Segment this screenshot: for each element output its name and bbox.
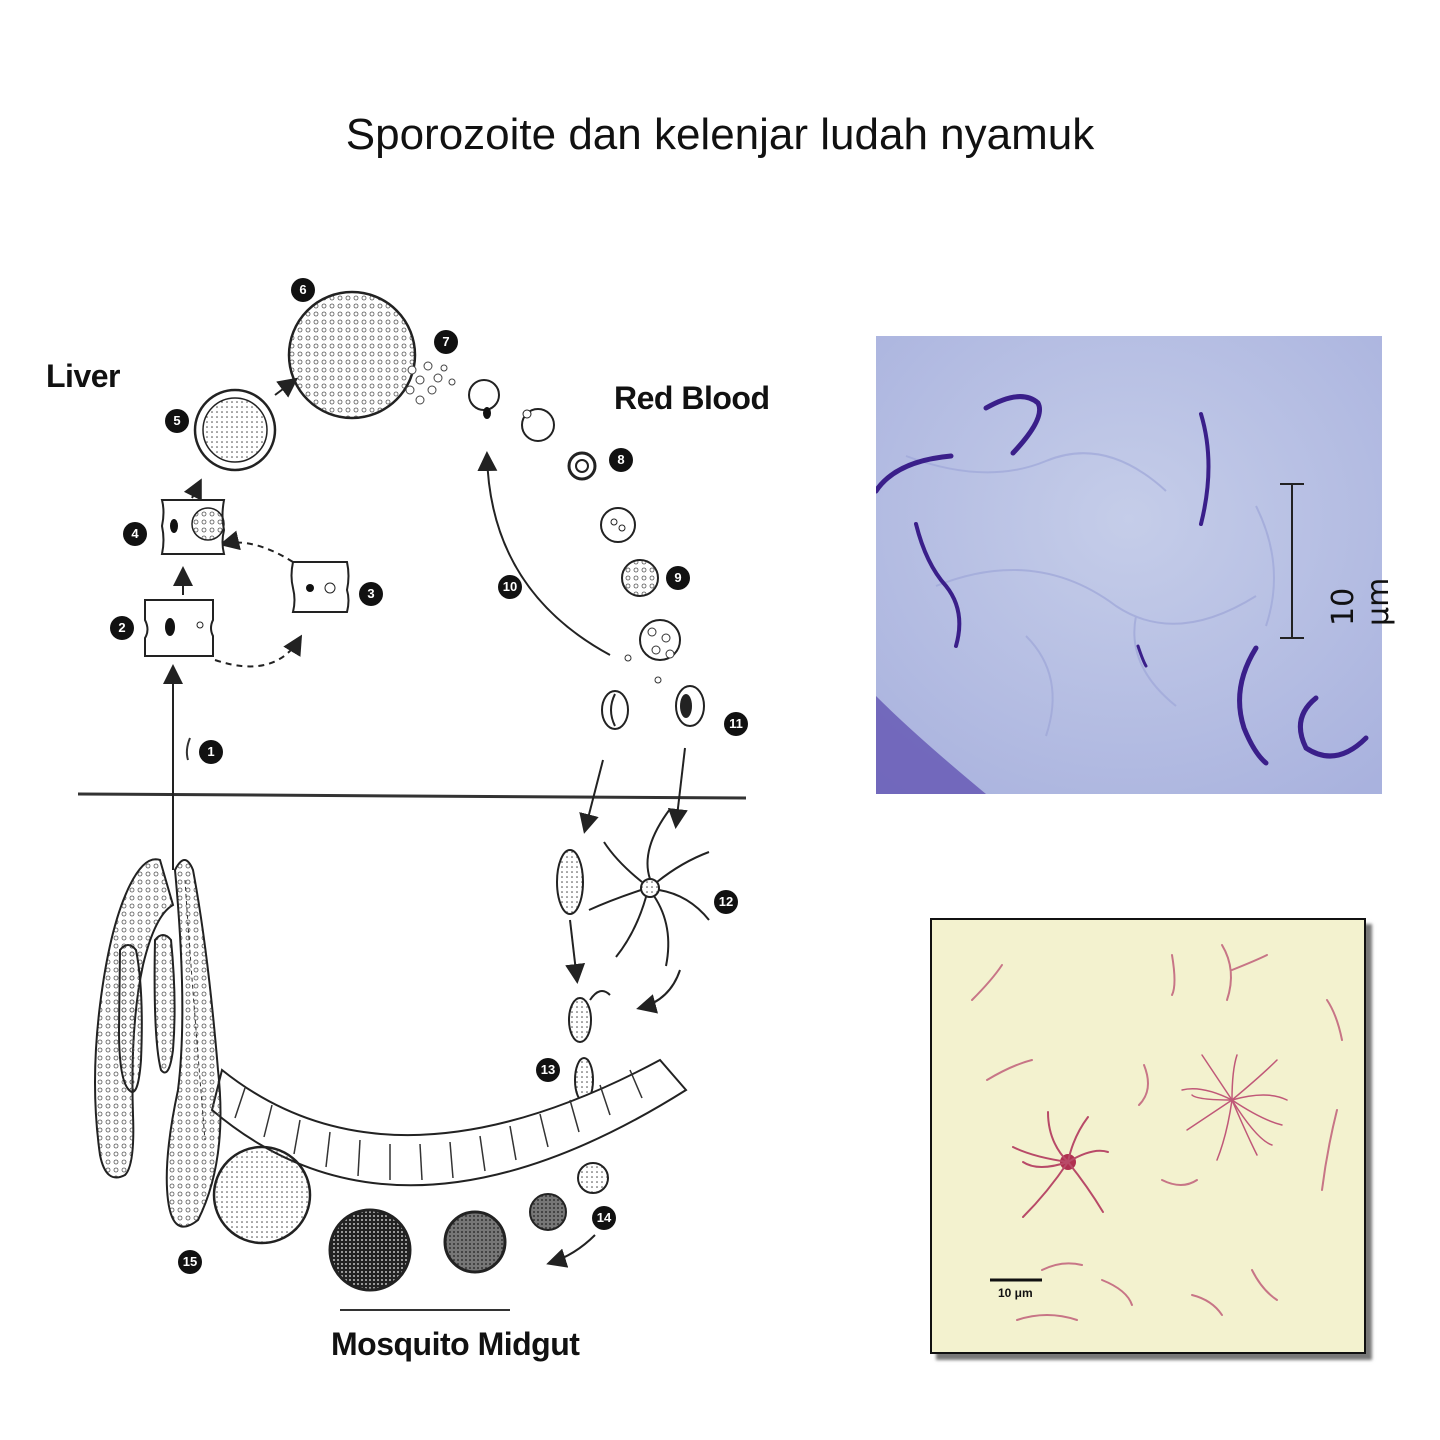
sporozoite-micrograph: 10 μm <box>876 336 1382 794</box>
zygote <box>569 998 591 1042</box>
sporozoite-micrograph-image <box>876 336 1382 794</box>
mosquito-midgut-label: Mosquito Midgut <box>331 1326 579 1363</box>
stage-number-14: 14 <box>592 1206 616 1230</box>
scale-bar-label-top: 10 μm <box>1326 570 1396 626</box>
liver-schizont-stage-6 <box>289 292 415 418</box>
stage-number-11: 11 <box>724 712 748 736</box>
rbc-schizont-stage-9 <box>622 560 658 596</box>
oocyst-medium <box>445 1212 505 1272</box>
stage-number-1: 1 <box>199 740 223 764</box>
stage-number-8: 8 <box>609 448 633 472</box>
life-cycle-drawing <box>40 270 800 1380</box>
stage-number-7: 7 <box>434 330 458 354</box>
oocyst-rupturing <box>214 1147 310 1243</box>
hepatocyte-stage-2 <box>145 600 213 656</box>
exflagellating-microgametocyte <box>589 809 709 966</box>
stage-number-4: 4 <box>123 522 147 546</box>
salivary-glands <box>95 859 221 1226</box>
hepatocyte-stage-3 <box>292 562 349 612</box>
malaria-life-cycle-diagram: Liver Red Blood Mosquito Midgut 1 2 3 4 … <box>40 270 800 1380</box>
stage-number-10: 10 <box>498 575 522 599</box>
macrogamete <box>557 850 583 914</box>
stage-number-3: 3 <box>359 582 383 606</box>
rbc-trophozoite <box>601 508 635 542</box>
oocyst-large <box>330 1210 410 1290</box>
page-title: Sporozoite dan kelenjar ludah nyamuk <box>0 110 1440 160</box>
stage-number-6: 6 <box>291 278 315 302</box>
stage-number-2: 2 <box>110 616 134 640</box>
oocyst-small-1 <box>578 1163 608 1193</box>
rbc-ring-entry <box>469 380 499 410</box>
salivary-gland-micrograph: 10 μm <box>930 918 1366 1354</box>
stage-number-9: 9 <box>666 566 690 590</box>
stage-number-12: 12 <box>714 890 738 914</box>
liver-label: Liver <box>46 358 120 395</box>
merozoites-stage-7 <box>406 362 455 404</box>
red-blood-label: Red Blood <box>614 380 769 417</box>
gametocyte-female <box>602 691 628 729</box>
stage-number-13: 13 <box>536 1058 560 1082</box>
stage-number-15: 15 <box>178 1250 202 1274</box>
stage-number-5: 5 <box>165 409 189 433</box>
salivary-gland-micrograph-image <box>932 920 1360 1348</box>
host-divider-line <box>78 794 746 798</box>
scale-bar-label-bottom: 10 μm <box>998 1286 1033 1300</box>
oocyst-small-2 <box>530 1194 566 1230</box>
